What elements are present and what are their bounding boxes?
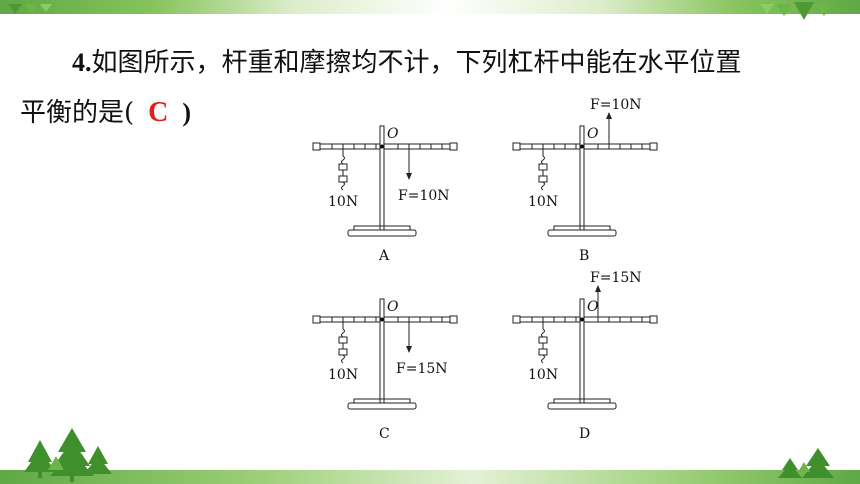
number-dot: . (85, 48, 92, 77)
figure-c: O 10N F=15N C (312, 298, 458, 442)
pivot-label-c: O (387, 299, 399, 315)
weight-label-c: 10N (328, 367, 358, 383)
leaf-border-icon (8, 2, 832, 20)
force-label-c: F=15N (396, 361, 448, 377)
figure-label-b: B (579, 248, 589, 264)
question-text: 4.如图所示，杆重和摩擦均不计，下列杠杆中能在水平位置 平衡的是( C) (20, 38, 850, 138)
figure-a: O 10N F=10N A (312, 125, 458, 264)
close-paren: ) (182, 98, 192, 127)
pivot-label-a: O (387, 126, 399, 142)
figure-label-a: A (378, 248, 390, 264)
question-number: 4 (72, 48, 85, 77)
pivot-label-b: O (587, 126, 599, 142)
force-label-d: F=15N (590, 270, 642, 286)
figure-b: O 10N F=10N B (512, 97, 658, 264)
weight-label-b: 10N (528, 194, 558, 210)
force-label-b: F=10N (590, 97, 642, 113)
pivot-label-d: O (587, 299, 599, 315)
question-stem-line1: 如图所示，杆重和摩擦均不计，下列杠杆中能在水平位置 (91, 48, 742, 78)
bottom-decor-band (0, 470, 860, 484)
top-decor-band (0, 0, 860, 14)
figure-label-c: C (379, 426, 390, 442)
question-stem-line2: 平衡的是( (20, 98, 135, 128)
weight-label-d: 10N (528, 367, 558, 383)
figure-label-d: D (579, 426, 590, 442)
figure-d: O 10N F=15N D (512, 270, 658, 442)
answer-letter: C (148, 97, 169, 128)
weight-label-a: 10N (328, 194, 358, 210)
force-label-a: F=10N (398, 188, 450, 204)
